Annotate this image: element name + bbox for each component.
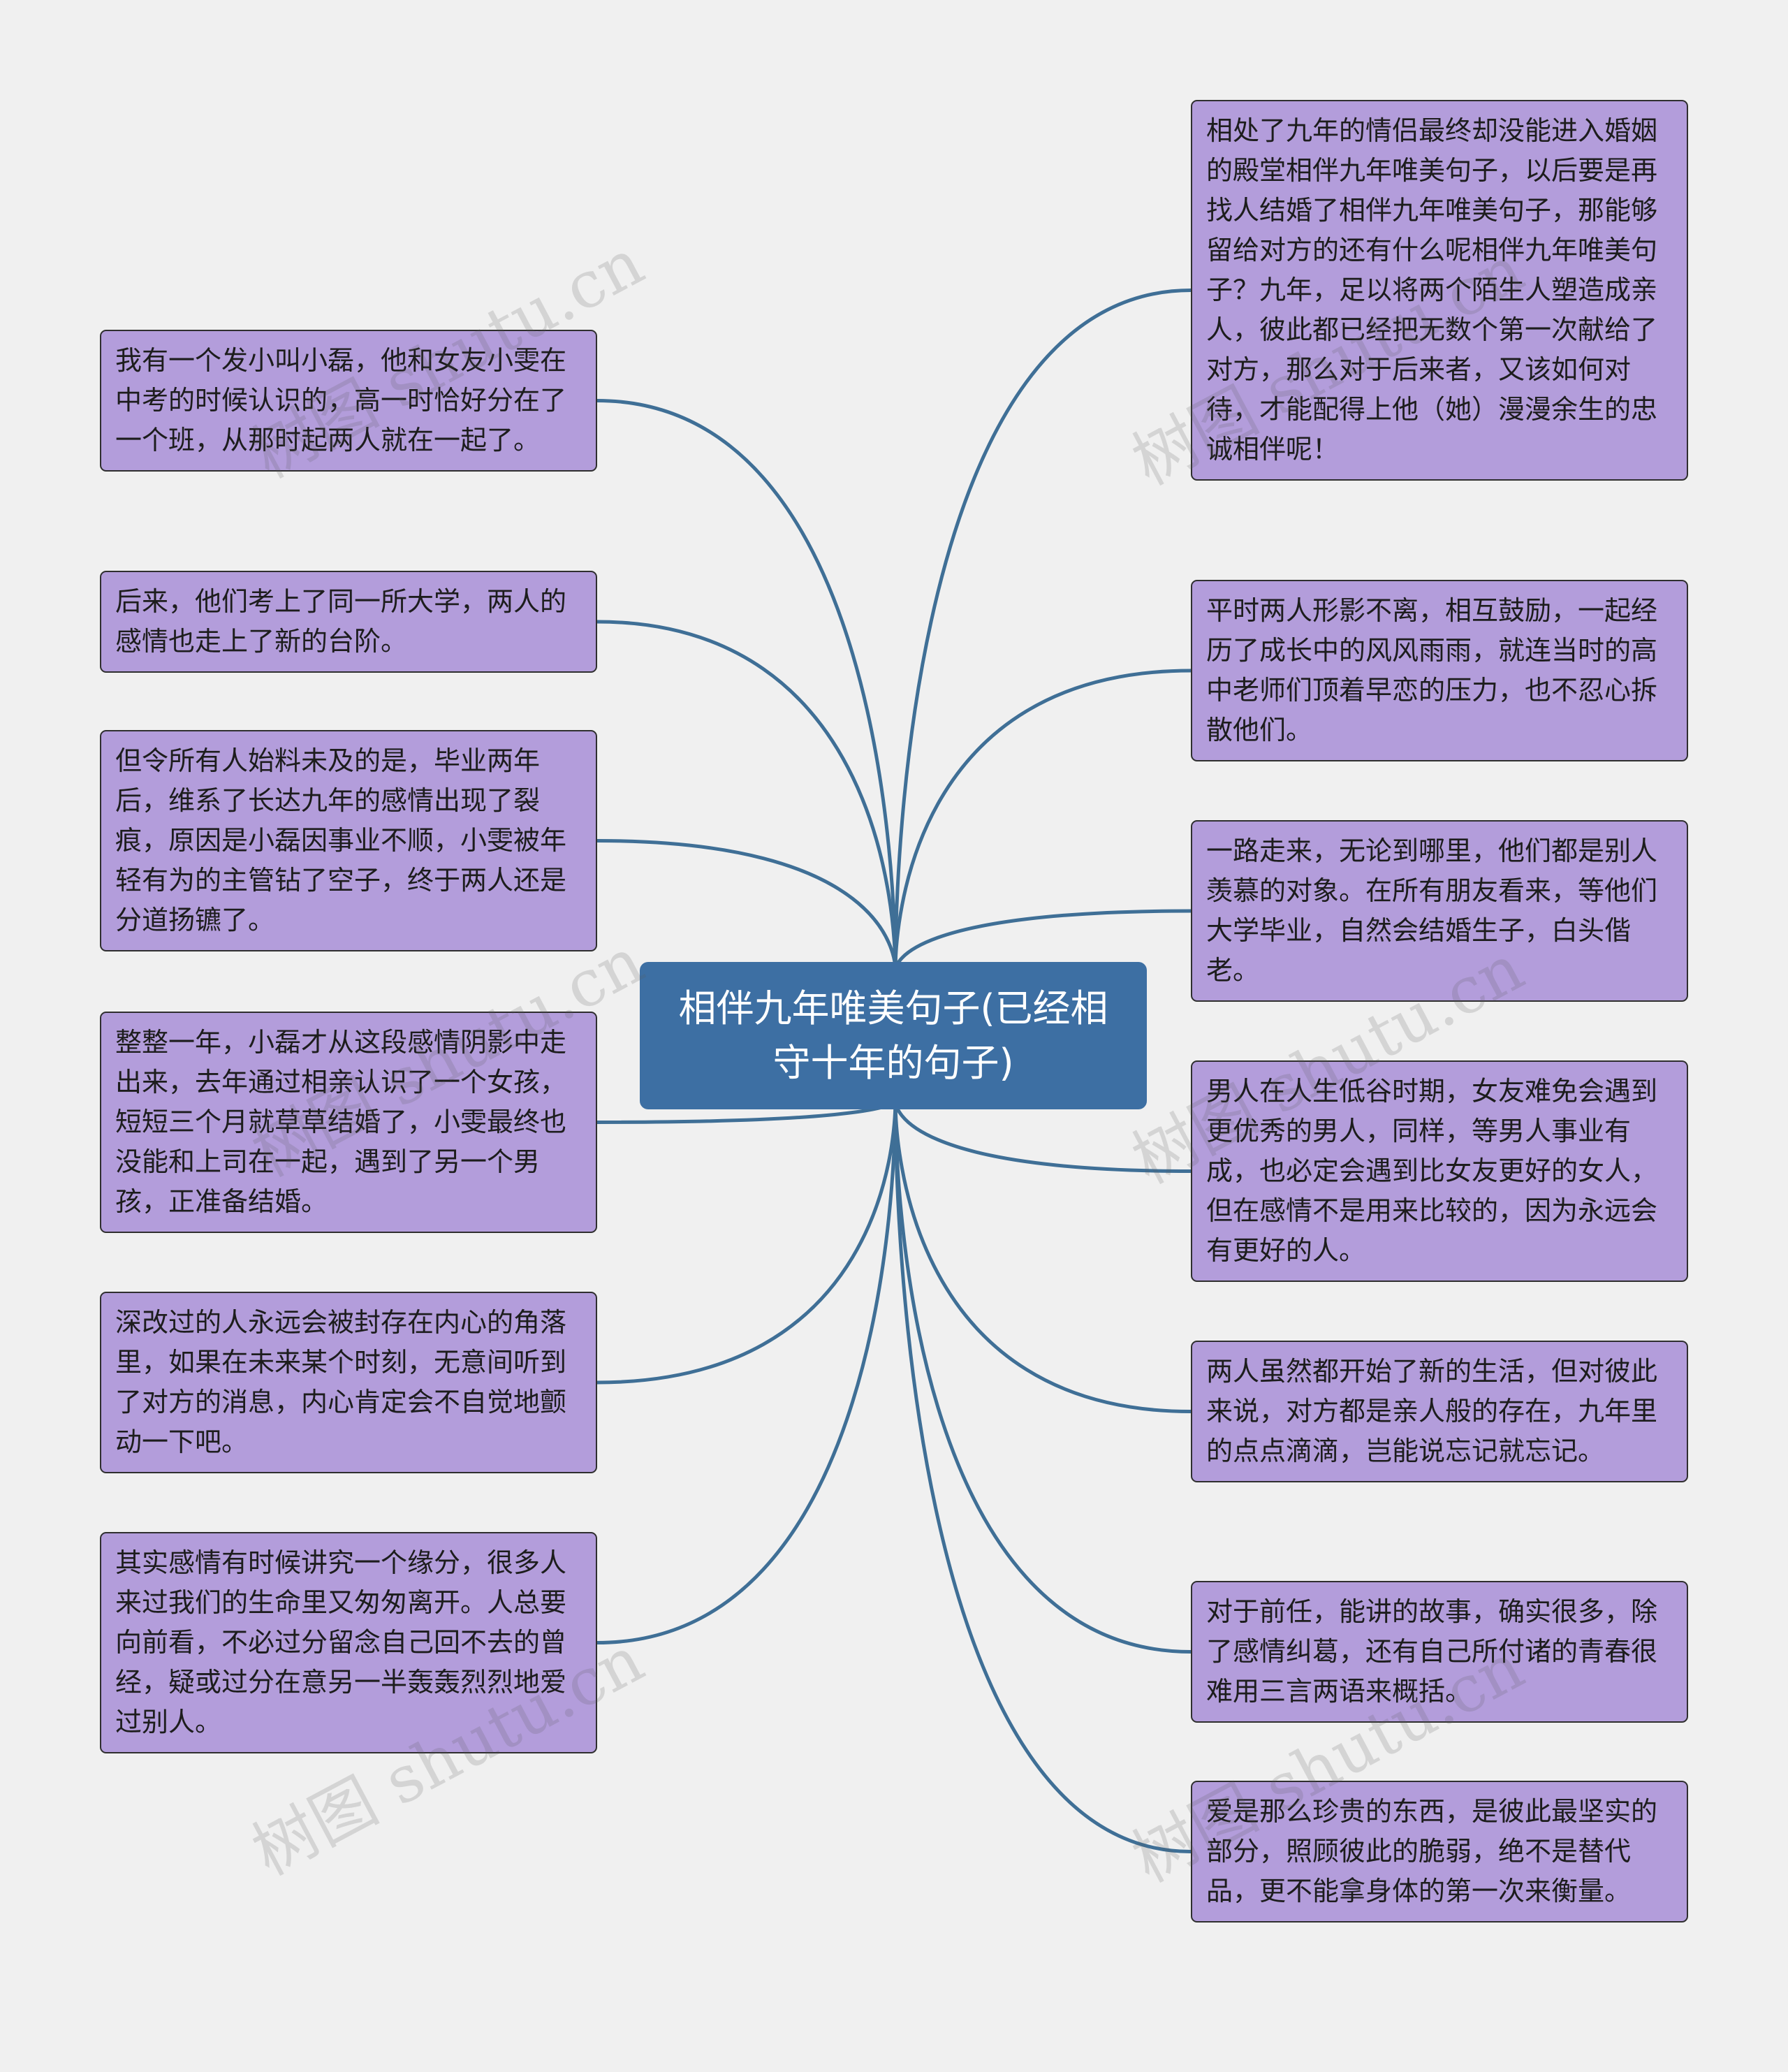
right-node-4[interactable]: 男人在人生低谷时期，女友难免会遇到更优秀的男人，同样，等男人事业有成，也必定会遇…	[1191, 1060, 1688, 1282]
left-node-5[interactable]: 深改过的人永远会被封存在内心的角落里，如果在未来某个时刻，无意间听到了对方的消息…	[100, 1292, 597, 1473]
left-connector-3	[595, 839, 897, 973]
right-connector-6	[893, 1098, 1193, 1654]
right-connector-4	[893, 1098, 1193, 1173]
right-connector-5	[893, 1098, 1193, 1413]
right-node-1[interactable]: 相处了九年的情侣最终却没能进入婚姻的殿堂相伴九年唯美句子，以后要是再找人结婚了相…	[1191, 100, 1688, 481]
right-connector-2	[893, 669, 1193, 973]
central-topic[interactable]: 相伴九年唯美句子(已经相守十年的句子)	[640, 962, 1147, 1109]
left-node-4[interactable]: 整整一年，小磊才从这段感情阴影中走出来，去年通过相亲认识了一个女孩，短短三个月就…	[100, 1012, 597, 1233]
right-node-3[interactable]: 一路走来，无论到哪里，他们都是别人羡慕的对象。在所有朋友看来，等他们大学毕业，自…	[1191, 820, 1688, 1002]
right-connector-1	[893, 289, 1193, 973]
left-connector-5	[595, 1098, 897, 1385]
central-topic-text: 相伴九年唯美句子(已经相守十年的句子)	[678, 986, 1108, 1085]
right-connector-7	[893, 1098, 1193, 1853]
left-connector-1	[595, 399, 897, 973]
right-node-5[interactable]: 两人虽然都开始了新的生活，但对彼此来说，对方都是亲人般的存在，九年里的点点滴滴，…	[1191, 1341, 1688, 1482]
left-node-1[interactable]: 我有一个发小叫小磊，他和女友小雯在中考的时候认识的，高一时恰好分在了一个班，从那…	[100, 330, 597, 472]
left-node-6[interactable]: 其实感情有时候讲究一个缘分，很多人来过我们的生命里又匆匆离开。人总要向前看，不必…	[100, 1532, 597, 1753]
left-node-3[interactable]: 但令所有人始料未及的是，毕业两年后，维系了长达九年的感情出现了裂痕，原因是小磊因…	[100, 730, 597, 951]
right-node-6[interactable]: 对于前任，能讲的故事，确实很多，除了感情纠葛，还有自己所付诸的青春很难用三言两语…	[1191, 1581, 1688, 1723]
left-node-2[interactable]: 后来，他们考上了同一所大学，两人的感情也走上了新的台阶。	[100, 571, 597, 673]
right-node-7[interactable]: 爱是那么珍贵的东西，是彼此最坚实的部分，照顾彼此的脆弱，绝不是替代品，更不能拿身…	[1191, 1781, 1688, 1923]
left-connector-6	[595, 1098, 897, 1644]
left-connector-2	[595, 620, 897, 973]
right-node-2[interactable]: 平时两人形影不离，相互鼓励，一起经历了成长中的风风雨雨，就连当时的高中老师们顶着…	[1191, 580, 1688, 761]
